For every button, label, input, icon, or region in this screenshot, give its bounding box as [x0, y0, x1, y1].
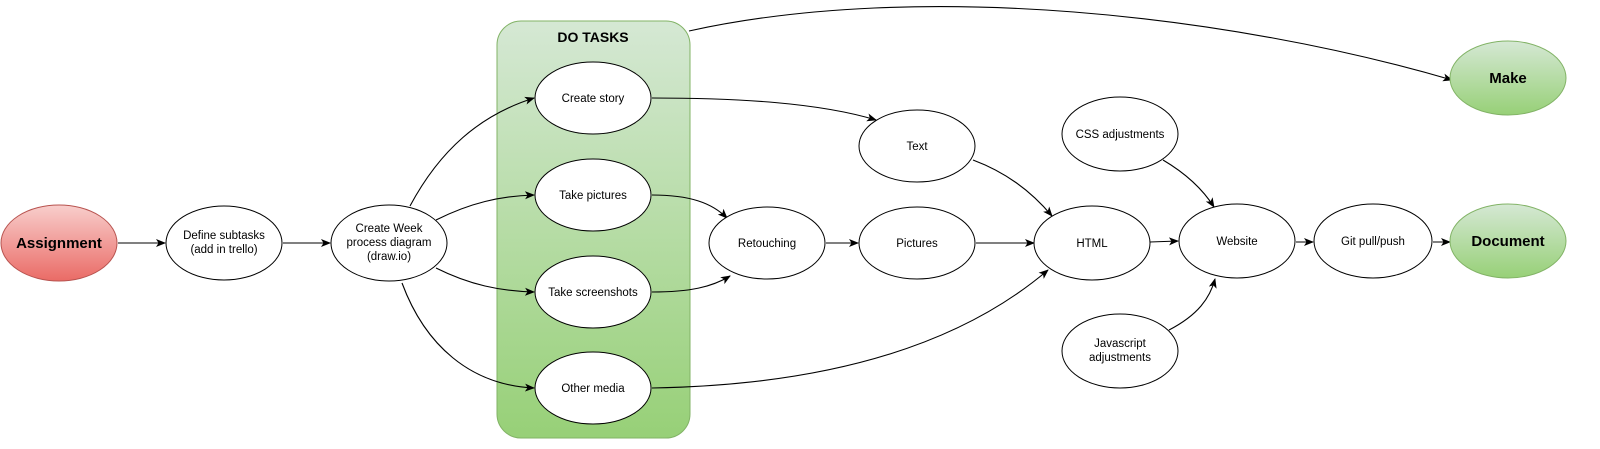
create-story-label: Create story: [562, 93, 625, 105]
edge-dotasks-make: [688, 6, 1453, 82]
edge-text-html: [972, 159, 1053, 217]
edge-createstory-text: [651, 97, 877, 122]
edge-html-website: [1149, 237, 1179, 246]
edge-javascript-website: [1168, 278, 1217, 331]
node-document[interactable]: Document: [1449, 203, 1567, 279]
node-make[interactable]: Make: [1449, 40, 1567, 116]
edge-takepictures-retouching: [651, 194, 728, 219]
node-css-adjustments[interactable]: CSS adjustments: [1061, 96, 1179, 172]
node-take-screenshots[interactable]: Take screenshots: [534, 255, 652, 329]
take-screenshots-label: Take screenshots: [548, 287, 638, 299]
node-create-week[interactable]: Create Week process diagram (draw.io): [330, 204, 448, 282]
node-git-pull-push[interactable]: Git pull/push: [1313, 203, 1433, 279]
do-tasks-label: DO TASKS: [557, 29, 628, 45]
node-create-story[interactable]: Create story: [534, 61, 652, 135]
html-label: HTML: [1076, 238, 1108, 250]
edge-createweek-takepictures: [435, 191, 535, 221]
javascript-adjustments-line-1: Javascript: [1094, 338, 1147, 350]
edges: [118, 6, 1453, 392]
edge-css-website: [1162, 159, 1215, 208]
define-subtasks-line-2: (add in trello): [190, 244, 257, 256]
define-subtasks-line-1: Define subtasks: [183, 230, 265, 242]
node-text[interactable]: Text: [858, 109, 976, 183]
node-take-pictures[interactable]: Take pictures: [534, 158, 652, 232]
node-other-media[interactable]: Other media: [534, 351, 652, 425]
node-pictures[interactable]: Pictures: [858, 206, 976, 280]
text-label: Text: [906, 141, 928, 153]
css-adjustments-label: CSS adjustments: [1076, 129, 1165, 141]
git-pull-push-label: Git pull/push: [1341, 236, 1405, 248]
node-website[interactable]: Website: [1178, 203, 1296, 279]
other-media-label: Other media: [561, 383, 625, 395]
node-assignment[interactable]: Assignment: [0, 204, 118, 282]
website-label: Website: [1216, 236, 1257, 248]
pictures-label: Pictures: [896, 238, 938, 250]
node-javascript-adjustments[interactable]: Javascript adjustments: [1061, 313, 1179, 389]
retouching-label: Retouching: [738, 238, 796, 250]
node-define-subtasks[interactable]: Define subtasks (add in trello): [165, 205, 283, 281]
javascript-adjustments-line-2: adjustments: [1089, 352, 1151, 364]
make-label: Make: [1489, 70, 1527, 87]
node-retouching[interactable]: Retouching: [708, 206, 826, 280]
document-label: Document: [1471, 233, 1544, 250]
edge-takescreenshots-retouching: [651, 275, 731, 293]
take-pictures-label: Take pictures: [559, 190, 627, 202]
create-week-line-1: Create Week: [356, 223, 423, 235]
node-html[interactable]: HTML: [1033, 205, 1151, 281]
edge-createweek-createstory: [409, 96, 535, 207]
create-week-line-2: process diagram: [346, 237, 431, 249]
create-week-line-3: (draw.io): [367, 251, 411, 263]
edge-createweek-takescreenshots: [435, 267, 535, 296]
assignment-label: Assignment: [16, 235, 102, 252]
edge-othermedia-html: [651, 269, 1049, 389]
edge-createweek-othermedia: [401, 282, 535, 392]
